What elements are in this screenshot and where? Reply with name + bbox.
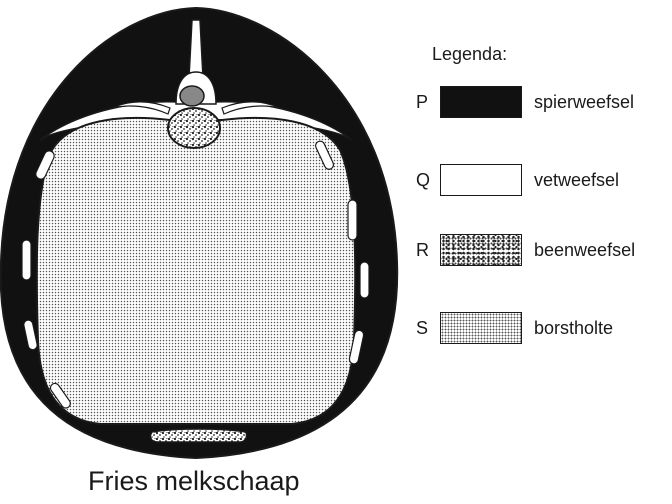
- swatch-fat: [440, 164, 522, 196]
- legend-label-bone: beenweefsel: [534, 240, 635, 261]
- legend-title: Legenda:: [432, 44, 507, 65]
- rib-section: [348, 200, 357, 240]
- swatch-muscle: [440, 86, 522, 118]
- spinous-process: [189, 20, 203, 78]
- legend-letter-r: R: [416, 240, 436, 261]
- swatch-chest-cavity: [440, 312, 522, 344]
- legend-label-chest-cavity: borstholte: [534, 318, 613, 339]
- rib-section: [360, 262, 369, 298]
- swatch-bone: [440, 234, 522, 266]
- legend-letter-p: P: [416, 92, 436, 113]
- legend-label-fat: vetweefsel: [534, 170, 619, 191]
- sternum: [150, 429, 246, 442]
- legend-letter-s: S: [416, 318, 436, 339]
- diagram-caption: Fries melkschaap: [88, 466, 300, 497]
- legend-letter-q: Q: [416, 170, 436, 191]
- chest-cavity: [37, 118, 356, 424]
- vertebral-body: [168, 108, 220, 148]
- rib-section: [22, 240, 31, 280]
- spinal-cord: [180, 86, 204, 106]
- legend-label-muscle: spierweefsel: [534, 92, 634, 113]
